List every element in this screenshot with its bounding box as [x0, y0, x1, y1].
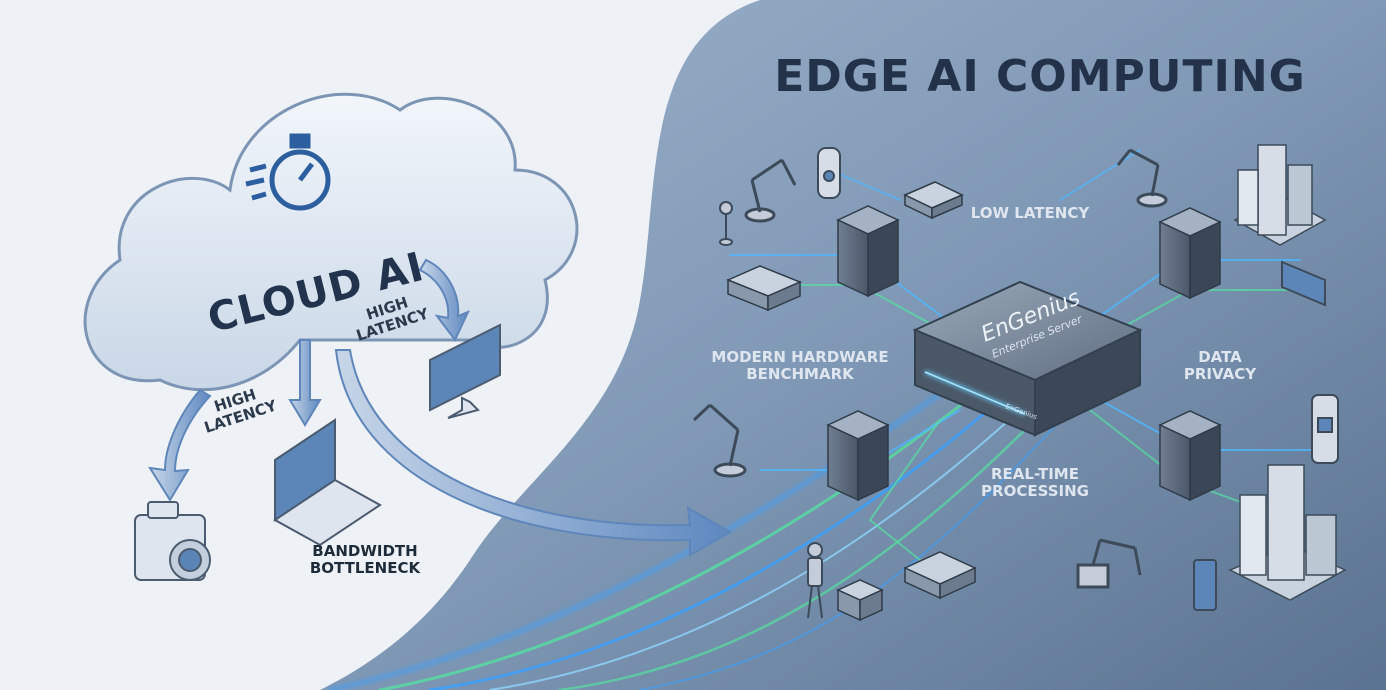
gateway-box-top: [903, 181, 964, 220]
rack-server-upper-right: [1158, 207, 1222, 300]
page-title: EDGE AI COMPUTING: [774, 51, 1306, 102]
bandwidth-bottleneck-label: BANDWIDTH BOTTLENECK: [309, 542, 421, 578]
robot-arm-icon-lower: [1076, 538, 1142, 589]
robot-arm-icon-mid: [692, 403, 747, 478]
sensor-post-icon: [719, 201, 733, 246]
building-icon-lower: [1228, 464, 1347, 601]
low-latency-label: LOW LATENCY: [970, 204, 1090, 222]
robot-arm-icon-left: [744, 158, 797, 223]
sensor-cylinder-icon: [817, 147, 841, 199]
modern-hardware-benchmark-label: MODERN HARDWARE BENCHMARK: [711, 348, 889, 384]
laptop-icon: [273, 418, 382, 547]
real-time-processing-label: REAL-TIME PROCESSING: [981, 465, 1089, 501]
storage-box: [836, 579, 884, 622]
edge-region: [320, 0, 1386, 690]
humanoid-robot-icon: [807, 542, 823, 619]
smart-lock-icon: [1311, 394, 1339, 464]
rack-server-upper-left: [836, 205, 900, 298]
building-icon-upper: [1233, 144, 1327, 246]
rack-server-lower-left: [826, 410, 890, 502]
latency-arrows: [148, 258, 733, 557]
rack-server-lower-right: [1158, 410, 1222, 502]
phone-icon: [1193, 559, 1217, 611]
tablet-icon: [1281, 260, 1326, 307]
robot-arm-icon-right: [1116, 148, 1168, 208]
stopwatch-icon: [245, 133, 331, 211]
camera-icon: [134, 501, 211, 581]
data-privacy-label: DATA PRIVACY: [1183, 348, 1257, 384]
gateway-box-bottom: [903, 551, 977, 600]
enterprise-server: [912, 280, 1143, 437]
monitor-icon: [429, 323, 501, 419]
gateway-box-left: [726, 265, 802, 312]
